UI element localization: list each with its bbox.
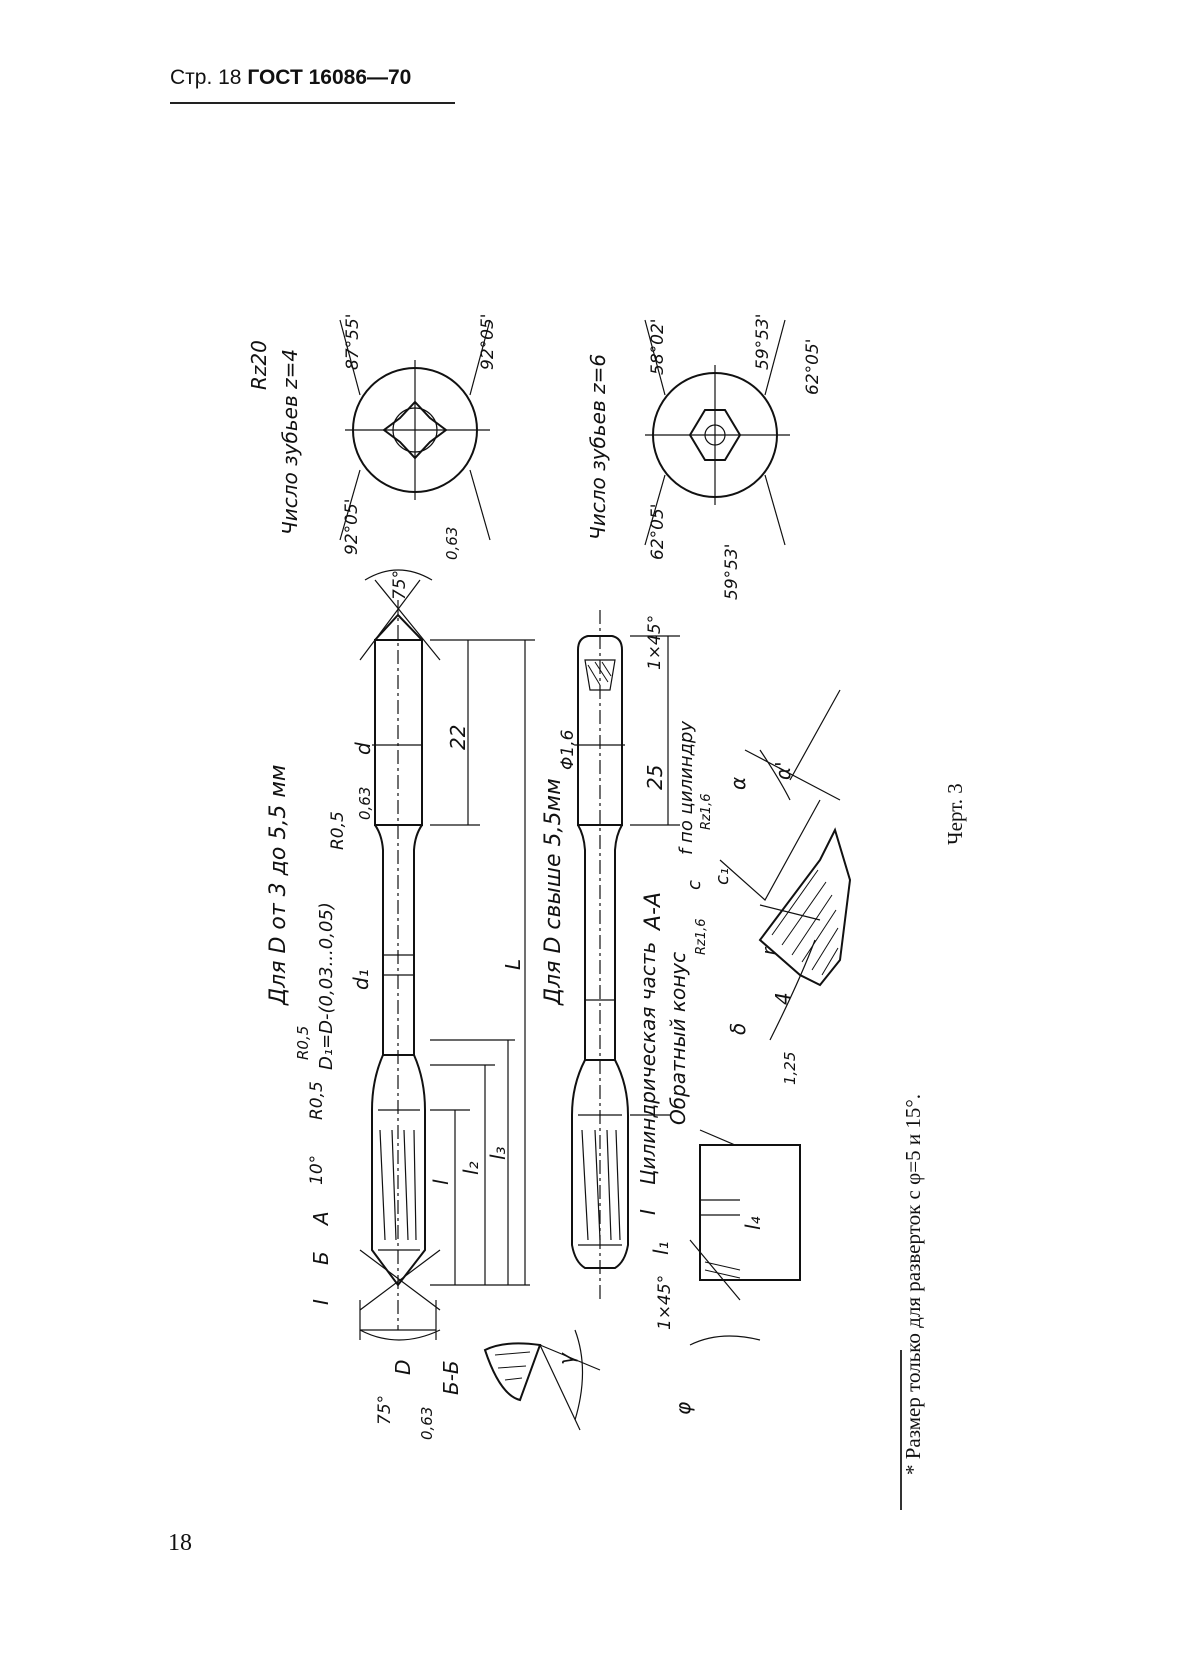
label-dim-d1: d₁ [349,969,373,990]
label-range-3-55: Для D от 3 до 5,5 мм [266,764,291,1006]
reamer-small [359,569,535,1341]
label-sec-a-a: A-A [641,892,666,932]
label-sec-i-view: I [636,1209,660,1215]
label-dim-22: 22 [446,725,470,750]
label-teeth-z6: Число зубьев z=6 [586,354,610,540]
label-sec-b-b: Б-Б [439,1360,463,1395]
label-angle-87-55: 87°55' [343,314,363,370]
page-header: Стр. 18 ГОСТ 16086—70 [170,66,411,90]
label-dim-D: D [391,1360,415,1375]
label-rz16-b: Rz1,6 [694,918,709,955]
label-range-over-55: Для D свыше 5,5мм [541,778,566,1006]
section-bb-view [483,1329,601,1431]
label-angle-62-05-b: 62°05' [648,504,668,560]
label-chamfer-1x45-a: 1×45° [645,615,665,670]
label-angle-59-53-b: 59°53' [722,544,742,600]
standard-code: ГОСТ 16086—70 [247,66,412,89]
label-rough-063-c: 0,63 [418,1407,436,1440]
figure-caption: Черт. 3 [943,783,967,845]
drawing-labels: Rz20 Число зубьев z=4 87°55' 92°05' 92°0… [247,314,967,1475]
footnote-text: * Размер только для разверток с φ=5 и 15… [901,1094,925,1475]
label-angle-92-05-a: 92°05' [478,314,498,370]
label-angle-92-05-b: 92°05' [342,499,362,555]
label-gamma: γ [554,1352,578,1365]
label-alpha: α [726,777,750,790]
label-angle-62-05-a: 62°05' [803,339,823,395]
label-sec-b: Б [309,1251,333,1265]
label-c1: c₁ [712,868,733,885]
label-dim-125: 1,25 [781,1052,799,1085]
label-angle-58-02: 58°02' [648,319,668,375]
label-f-cyl: f по цилиндру [676,721,697,855]
section-aa-profile [719,689,852,1041]
label-dim-l: l [429,1179,453,1185]
label-center-75-b: 75° [375,1395,395,1425]
label-dim-4: 4 [771,992,795,1005]
label-angle-59-53-a: 59°53' [753,314,773,370]
cross-section-z4 [339,319,491,541]
label-radius-c: R0,5 [294,1026,312,1060]
label-sec-a: A [309,1211,333,1227]
label-phi: φ [671,1402,695,1415]
label-angle-10: 10° [307,1155,327,1185]
label-chamfer-1x45-b: 1×45° [655,1275,675,1330]
reamer-large [571,610,680,1300]
label-teeth-z4: Число зубьев z=4 [278,349,302,535]
label-radius-a: R0,5 [328,811,348,850]
footnote-rule [900,1350,902,1510]
label-cyl-part: Цилиндрическая часть [636,942,660,1185]
label-delta: δ [726,1023,750,1035]
label-d1-formula: D₁=D-(0,03...0,05) [316,902,337,1070]
label-dim-25: 25 [643,765,667,790]
header-rule [170,102,455,104]
page-number: 18 [168,1530,192,1556]
label-rough-063-a: 0,63 [443,527,461,560]
label-dim-d: d [351,742,375,755]
label-sec-i: I [309,1299,333,1305]
label-alpha-prime: α' [771,761,795,780]
detail-i-view [689,1129,801,1346]
page-label: Стр. 18 [170,66,242,89]
label-rz16-a: Rz1,6 [699,793,714,830]
label-roughness-main: Rz20 [247,340,271,390]
label-back-taper: Обратный конус [666,952,690,1125]
label-rough-063-b: 0,63 [356,787,374,820]
label-dim-l2: l₂ [459,1161,483,1175]
label-dim-L: L [501,959,525,970]
label-center-75-a: 75° [390,570,410,600]
label-radius-b: R0,5 [307,1081,327,1120]
label-dim-l1: l₁ [649,1241,673,1255]
label-dia-16: Φ1,6 [558,729,578,770]
label-dim-l3: l₃ [486,1146,510,1160]
label-c: c [684,880,705,890]
label-r: r [759,946,780,955]
label-dim-l4: l₄ [741,1216,765,1230]
cross-section-z6 [644,319,790,546]
